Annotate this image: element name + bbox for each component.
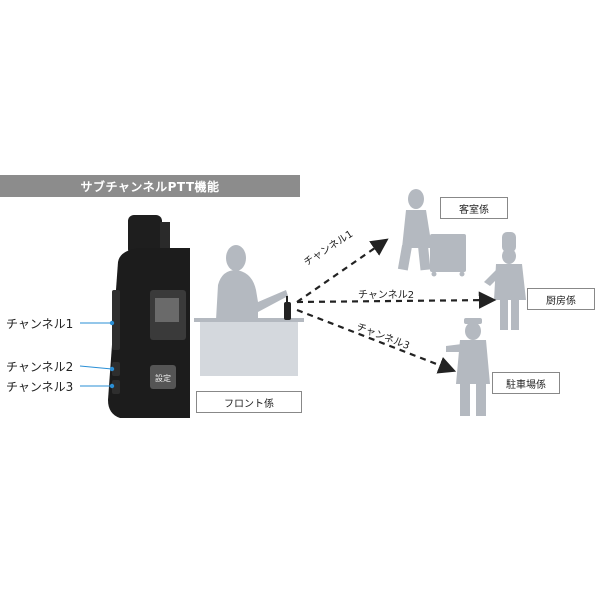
station-label-parking: 駐車場係	[492, 372, 560, 394]
arrow-label-channel-2: チャンネル2	[358, 290, 415, 301]
arrow-channel-3	[296, 308, 457, 374]
radio-device: 設定	[108, 215, 190, 418]
parking-attendant-figure	[446, 318, 490, 416]
ptt-side-button	[112, 290, 120, 350]
hand-radio-icon	[284, 296, 291, 320]
radio-label-channel-3: チャンネル3	[6, 380, 74, 394]
guest-room-staff-figure	[397, 189, 466, 277]
kitchen-chef-figure	[484, 232, 526, 330]
front-desk-counter	[200, 320, 298, 376]
arrow-channel-1	[296, 238, 389, 303]
station-label-kitchen: 厨房係	[527, 288, 595, 310]
side-button-2	[112, 362, 120, 376]
radio-antenna	[128, 215, 162, 255]
section-title: サブチャンネルPTT機能	[0, 175, 300, 197]
settings-key-label: 設定	[155, 373, 171, 383]
station-label-front: フロント係	[196, 391, 302, 413]
radio-label-channel-2: チャンネル2	[6, 360, 74, 374]
side-button-3	[112, 380, 120, 394]
front-desk-figure	[194, 245, 304, 376]
settings-key	[150, 365, 176, 389]
radio-label-channel-1: チャンネル1	[6, 317, 74, 331]
station-label-guest-room: 客室係	[440, 197, 508, 219]
channel-arrows	[296, 238, 497, 374]
radio-pointers	[79, 320, 115, 389]
